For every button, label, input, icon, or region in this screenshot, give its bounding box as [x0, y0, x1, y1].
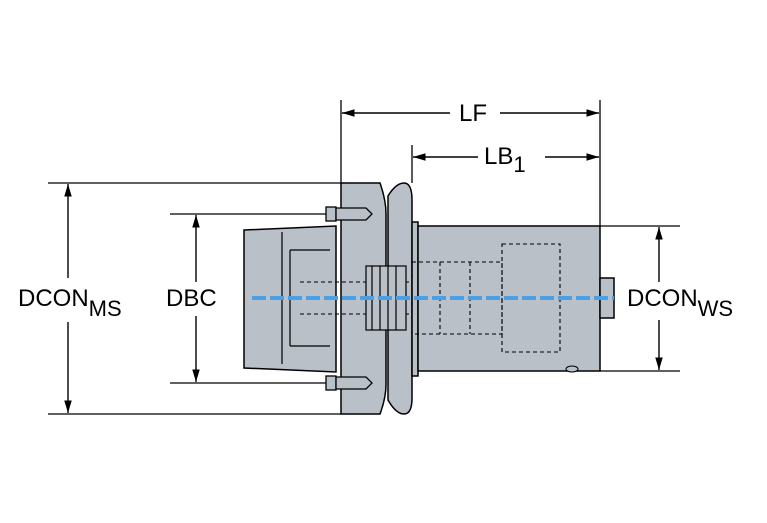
label-dbc: DBC	[166, 285, 217, 312]
label-lb1: LB1	[484, 143, 526, 177]
extension-lines	[48, 100, 680, 415]
label-dcon-ws: DCONWS	[627, 285, 733, 321]
flange-bolts	[325, 206, 373, 391]
bolt-bottom-shaft	[335, 376, 373, 390]
bolt-bottom-head	[325, 375, 337, 391]
body-mark	[565, 365, 579, 373]
label-lf: LF	[459, 100, 487, 127]
label-dcon-ms: DCONMS	[18, 285, 122, 321]
bolt-top-head	[325, 206, 337, 222]
dimension-lines	[64, 109, 663, 413]
bolt-top-shaft	[335, 207, 373, 221]
inner-bore-1	[411, 261, 503, 335]
